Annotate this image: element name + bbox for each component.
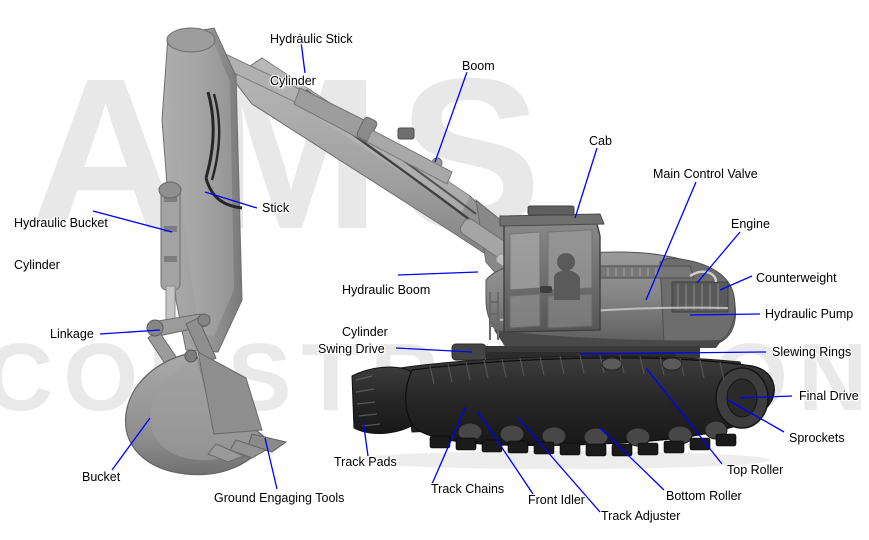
label-hydraulic-stick-cylinder-line1: Hydraulic Stick: [270, 32, 353, 46]
label-hydraulic-bucket-cylinder: Hydraulic Bucket Cylinder: [14, 188, 108, 300]
near-track-part: [351, 354, 775, 457]
label-counterweight: Counterweight: [756, 271, 837, 285]
label-boom: Boom: [462, 59, 495, 73]
label-hydraulic-bucket-cylinder-line2: Cylinder: [14, 258, 60, 272]
label-hydraulic-boom-cylinder-line1: Hydraulic Boom: [342, 283, 431, 297]
label-slewing-rings: Slewing Rings: [772, 345, 852, 359]
label-track-adjuster: Track Adjuster: [601, 509, 681, 523]
cab-part: [489, 205, 605, 340]
bucket-part: [124, 349, 288, 476]
label-hydraulic-stick-cylinder-line2: Cylinder: [270, 74, 316, 88]
label-ground-engaging-tools: Ground Engaging Tools: [214, 491, 345, 505]
label-hydraulic-pump: Hydraulic Pump: [765, 307, 854, 321]
label-hydraulic-stick-cylinder: Hydraulic Stick Cylinder: [270, 4, 353, 116]
label-stick: Stick: [262, 201, 290, 215]
hydraulic-stick-cylinder-part: [189, 39, 453, 185]
label-track-pads: Track Pads: [334, 455, 397, 469]
label-track-chains: Track Chains: [431, 482, 505, 496]
label-hydraulic-bucket-cylinder-line1: Hydraulic Bucket: [14, 216, 108, 230]
label-swing-drive: Swing Drive: [318, 342, 385, 356]
label-linkage: Linkage: [50, 327, 94, 341]
label-final-drive: Final Drive: [799, 389, 859, 403]
label-hydraulic-boom-cylinder: Hydraulic Boom Cylinder: [342, 255, 430, 367]
label-top-roller: Top Roller: [727, 463, 784, 477]
label-front-idler: Front Idler: [528, 493, 585, 507]
label-bottom-roller: Bottom Roller: [666, 489, 742, 503]
label-bucket: Bucket: [82, 470, 121, 484]
label-engine: Engine: [731, 217, 770, 231]
label-cab: Cab: [589, 134, 612, 148]
label-hydraulic-boom-cylinder-line2: Cylinder: [342, 325, 388, 339]
label-sprockets: Sprockets: [789, 431, 845, 445]
label-main-control-valve: Main Control Valve: [653, 167, 758, 181]
